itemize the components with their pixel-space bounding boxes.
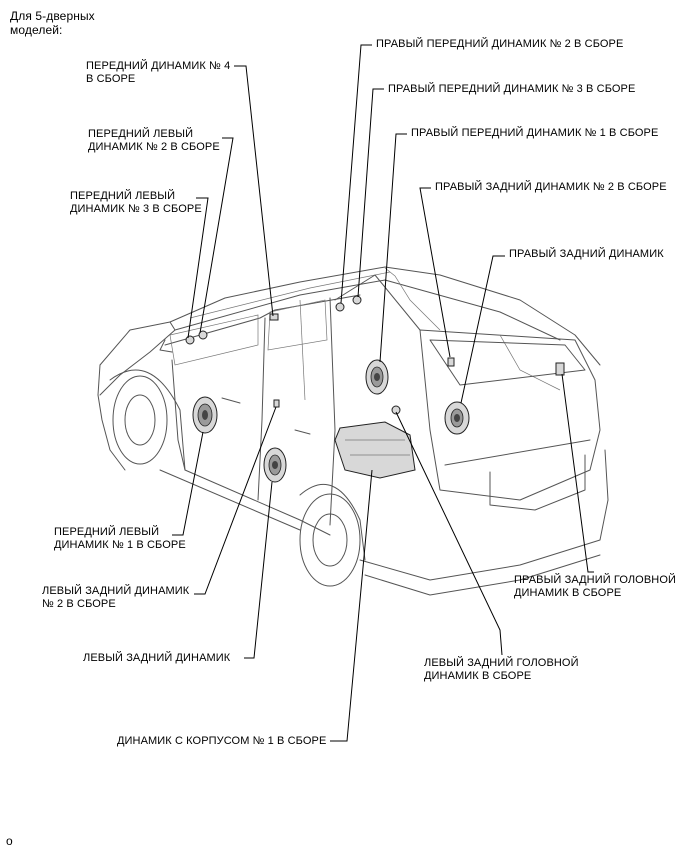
speaker-small-tweeters bbox=[185, 295, 565, 415]
label-right-front-speaker-1: ПРАВЫЙ ПЕРЕДНИЙ ДИНАМИК № 1 В СБОРЕ bbox=[411, 127, 659, 139]
vehicle-outline bbox=[97, 266, 609, 596]
speaker-front-left-1 bbox=[192, 396, 218, 434]
label-right-front-speaker-3: ПРАВЫЙ ПЕРЕДНИЙ ДИНАМИК № 3 В СБОРЕ bbox=[388, 83, 636, 95]
speaker-box-1 bbox=[334, 421, 416, 479]
speaker-left-rear bbox=[263, 447, 287, 483]
leader-lines bbox=[172, 44, 594, 742]
label-right-rear-speaker: ПРАВЫЙ ЗАДНИЙ ДИНАМИК bbox=[509, 248, 664, 260]
header-line-2: моделей: bbox=[10, 23, 63, 37]
label-left-rear-speaker: ЛЕВЫЙ ЗАДНИЙ ДИНАМИК bbox=[83, 652, 231, 664]
speaker-right-front-1 bbox=[365, 359, 389, 395]
label-right-rear-speaker-2: ПРАВЫЙ ЗАДНИЙ ДИНАМИК № 2 В СБОРЕ bbox=[435, 181, 667, 193]
speaker-right-rear bbox=[444, 401, 470, 435]
header-line-1: Для 5-дверных bbox=[10, 9, 95, 23]
label-speaker-box-1: ДИНАМИК С КОРПУСОМ № 1 В СБОРЕ bbox=[117, 735, 327, 747]
footer-mark: o bbox=[6, 834, 13, 848]
label-right-front-speaker-2: ПРАВЫЙ ПЕРЕДНИЙ ДИНАМИК № 2 В СБОРЕ bbox=[376, 38, 624, 50]
